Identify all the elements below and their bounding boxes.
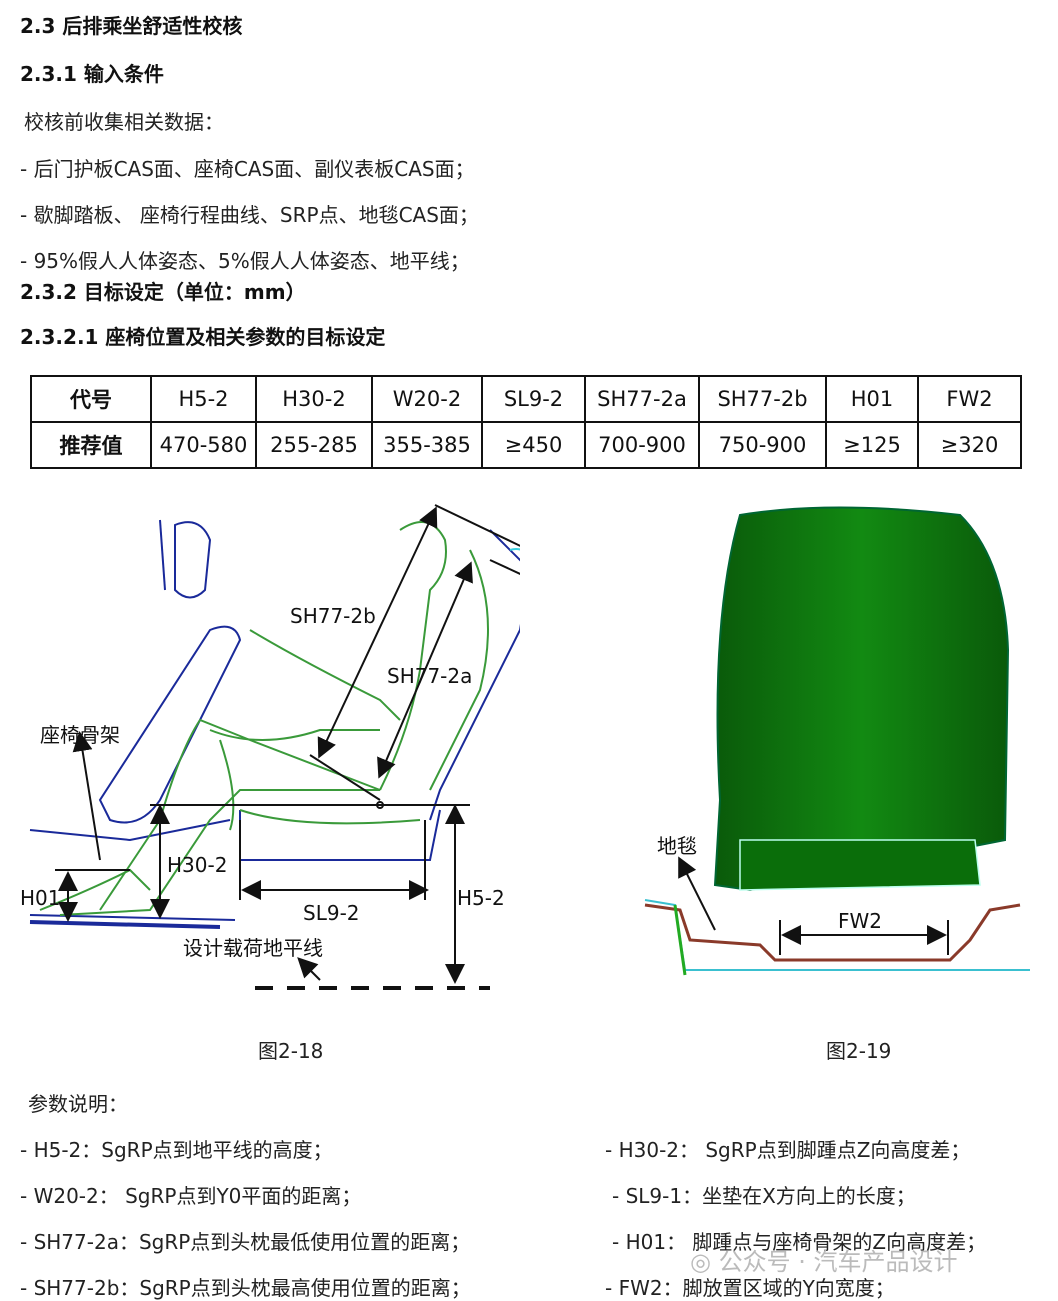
param-item: - FW2：脚放置区域的Y向宽度；: [605, 1276, 895, 1300]
seat-front-figure: 地毯 FW2: [644, 506, 1030, 976]
target-table: 代号 H5-2 H30-2 W20-2 SL9-2 SH77-2a SH77-2…: [30, 375, 1022, 469]
table-cell: ≥320: [917, 421, 1022, 469]
param-item: - H01： 脚踵点与座椅骨架的Z向高度差；: [612, 1230, 987, 1254]
seat-manikin-figure: SH77-2b SH77-2a 座椅骨架 H30-2 H01 SL9-2 H5-…: [20, 504, 520, 990]
intro-text: 校核前收集相关数据：: [24, 110, 224, 134]
table-cell: 470-580: [150, 421, 257, 469]
table-cell: SL9-2: [481, 375, 586, 423]
table-cell: ≥450: [481, 421, 586, 469]
carpet-arrow: [678, 856, 716, 931]
table-cell: 255-285: [255, 421, 373, 469]
label-fw2: FW2: [838, 909, 882, 933]
table-cell: 推荐值: [30, 421, 152, 469]
table-cell: H01: [825, 375, 919, 423]
param-item: - SH77-2b：SgRP点到头枕最高使用位置的距离；: [20, 1276, 471, 1300]
input-item: - 95%假人人体姿态、5%假人人体姿态、地平线；: [20, 249, 470, 273]
table-header-row: 代号 H5-2 H30-2 W20-2 SL9-2 SH77-2a SH77-2…: [30, 375, 1022, 423]
param-item: - H30-2： SgRP点到脚踵点Z向高度差；: [605, 1138, 971, 1162]
dimension-line: [489, 559, 520, 575]
input-item: - 后门护板CAS面、座椅CAS面、副仪表板CAS面；: [20, 157, 475, 181]
param-item: - SL9-1：坐垫在X方向上的长度；: [612, 1184, 916, 1208]
param-item: - W20-2： SgRP点到Y0平面的距离；: [20, 1184, 362, 1208]
table-cell: ≥125: [825, 421, 919, 469]
seat-cushion: [739, 839, 981, 891]
label-ground: 设计载荷地平线: [183, 936, 323, 960]
table-cell: 700-900: [584, 421, 700, 469]
params-title: 参数说明：: [28, 1092, 128, 1116]
seat-back: [713, 506, 1010, 892]
table-cell: SH77-2a: [584, 375, 700, 423]
table-row: 推荐值 470-580 255-285 355-385 ≥450 700-900…: [30, 421, 1022, 469]
label-carpet: 地毯: [657, 834, 697, 858]
subsection-heading: 2.3.1 输入条件: [20, 62, 164, 86]
param-item: - H5-2：SgRP点到地平线的高度；: [20, 1138, 333, 1162]
watermark-text: 公众号 · 汽车产品设计: [718, 1248, 958, 1276]
label-sl9: SL9-2: [303, 901, 360, 925]
table-cell: H5-2: [150, 375, 257, 423]
frame-arrow: [72, 731, 101, 861]
dimension-line: [434, 504, 520, 547]
label-h30: H30-2: [167, 853, 227, 877]
figure-caption: 图2-19: [826, 1039, 892, 1063]
table-cell: 750-900: [698, 421, 827, 469]
sh77-2a-arrow: [377, 561, 473, 779]
label-seat-frame: 座椅骨架: [40, 723, 120, 747]
dimension-line: [309, 754, 381, 801]
table-cell: H30-2: [255, 375, 373, 423]
headrest-outline: [509, 548, 520, 551]
section-heading: 2.3 后排乘坐舒适性校核: [20, 14, 243, 38]
figure-caption: 图2-18: [258, 1039, 324, 1063]
label-h5: H5-2: [457, 886, 505, 910]
ground-arrow: [297, 957, 321, 981]
wechat-icon: ◎: [690, 1248, 719, 1276]
table-cell: 355-385: [371, 421, 483, 469]
table-cell: FW2: [917, 375, 1022, 423]
label-h01: H01: [20, 886, 61, 910]
floor-carpet: [644, 903, 1021, 962]
input-item: - 歇脚踏板、 座椅行程曲线、SRP点、地毯CAS面；: [20, 203, 479, 227]
subsection-heading: 2.3.2.1 座椅位置及相关参数的目标设定: [20, 325, 386, 349]
label-sh77-2a: SH77-2a: [387, 664, 472, 688]
param-item: - SH77-2a：SgRP点到头枕最低使用位置的距离；: [20, 1230, 471, 1254]
table-cell: W20-2: [371, 375, 483, 423]
watermark: ◎ 公众号 · 汽车产品设计: [690, 1242, 957, 1277]
sh77-2b-arrow: [317, 506, 438, 759]
label-sh77-2b: SH77-2b: [290, 604, 376, 628]
table-cell: 代号: [30, 375, 152, 423]
subsection-heading: 2.3.2 目标设定（单位：mm）: [20, 280, 306, 304]
manikin-outline: [39, 521, 489, 916]
table-cell: SH77-2b: [698, 375, 827, 423]
